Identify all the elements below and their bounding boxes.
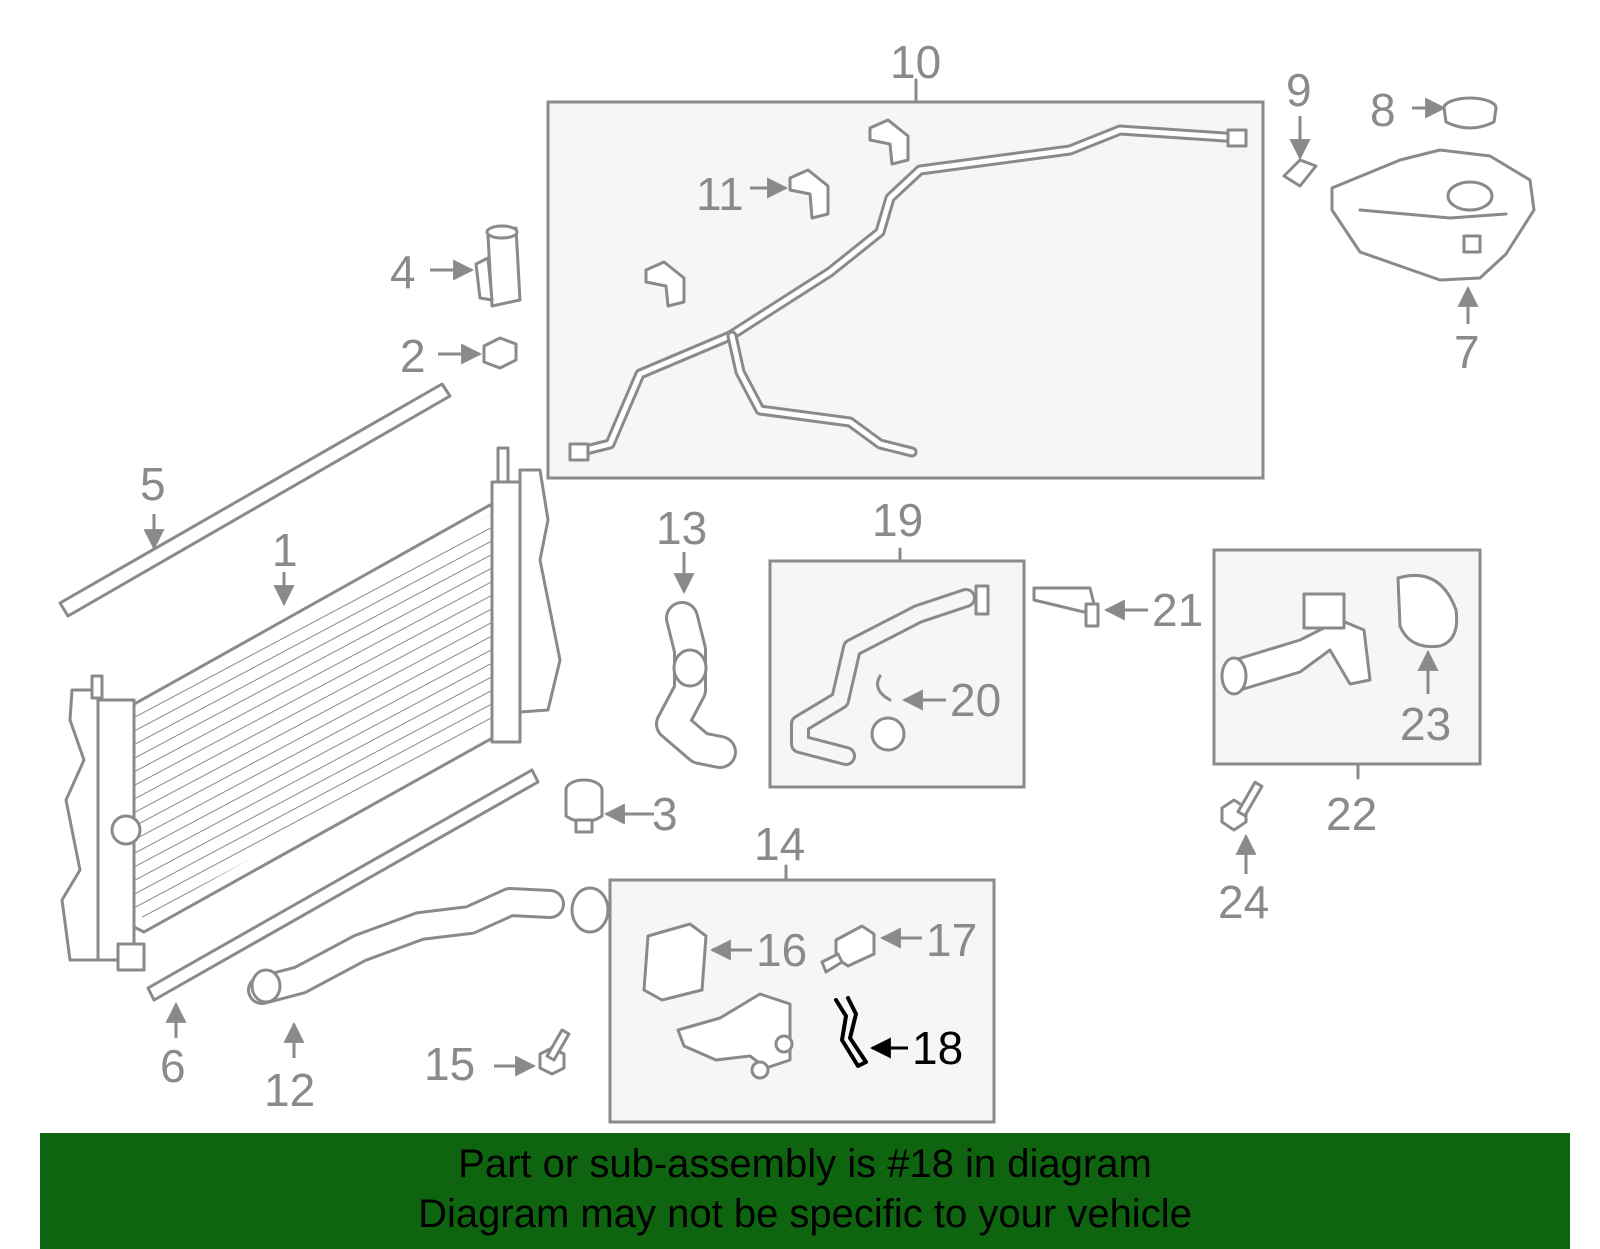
- callout-label-22: 22: [1326, 788, 1377, 840]
- callout-label-14: 14: [754, 818, 805, 870]
- callout-label-23: 23: [1400, 698, 1451, 750]
- callout-label-13: 13: [656, 502, 707, 554]
- callout-label-2: 2: [400, 330, 426, 382]
- drain-plug-part-3: [564, 778, 604, 834]
- callout-label-4: 4: [390, 246, 416, 298]
- pad-part-9: [1282, 158, 1318, 188]
- hose-part-10: [568, 124, 1248, 462]
- banner-part-note: Part or sub-assembly is #18 in diagram: [458, 1142, 1152, 1186]
- callout-label-6: 6: [160, 1040, 186, 1092]
- banner-disclaimer: Diagram may not be specific to your vehi…: [418, 1192, 1192, 1236]
- lower-hose-part-12: [247, 886, 610, 1005]
- callout-label-11: 11: [696, 168, 744, 220]
- callout-label-24: 24: [1218, 876, 1269, 928]
- callout-label-19: 19: [872, 494, 923, 546]
- callout-label-10: 10: [890, 36, 941, 88]
- cap-part-8: [1442, 96, 1498, 130]
- clamp-part-20: [870, 674, 906, 752]
- callout-label-1: 1: [272, 524, 298, 576]
- info-banner: Part or sub-assembly is #18 in diagram D…: [40, 1133, 1570, 1249]
- fitting-part-21: [1032, 586, 1100, 628]
- gasket-part-16: [642, 922, 708, 1002]
- upper-hose-part-13: [655, 601, 737, 769]
- sensor-part-17: [820, 924, 876, 974]
- callout-label-5: 5: [140, 458, 166, 510]
- callout-label-7: 7: [1454, 326, 1480, 378]
- lower-seal-part-6: [146, 768, 540, 1002]
- callout-label-9: 9: [1286, 64, 1312, 116]
- gasket-part-23: [1396, 573, 1459, 649]
- callout-label-3: 3: [652, 788, 678, 840]
- bolt-part-15: [538, 1028, 571, 1076]
- bracket-part-4: [474, 224, 522, 308]
- thermostat-housing-part-22: [1220, 592, 1372, 696]
- nut-part-2: [482, 336, 518, 370]
- callout-label-8: 8: [1370, 84, 1396, 136]
- callout-label-20: 20: [950, 674, 1001, 726]
- callout-label-16: 16: [756, 924, 807, 976]
- callout-label-12: 12: [264, 1064, 315, 1116]
- callout-label-18: 18: [912, 1022, 963, 1074]
- callout-label-15: 15: [424, 1038, 475, 1090]
- clip-part-18-highlighted: [834, 996, 868, 1068]
- callout-arrows: [143, 97, 1479, 1077]
- bolt-part-24: [1220, 780, 1264, 832]
- clips-part-11: [644, 118, 910, 308]
- water-outlet-part-14: [676, 992, 794, 1080]
- reservoir-part-7: [1330, 148, 1536, 282]
- radiator-part-1: [60, 446, 562, 972]
- upper-seal-part-5: [58, 382, 452, 618]
- box-water-outlet-assembly-14: [608, 878, 996, 1124]
- hose-part-19: [790, 584, 990, 766]
- callout-label-17: 17: [926, 914, 977, 966]
- callout-label-21: 21: [1152, 584, 1203, 636]
